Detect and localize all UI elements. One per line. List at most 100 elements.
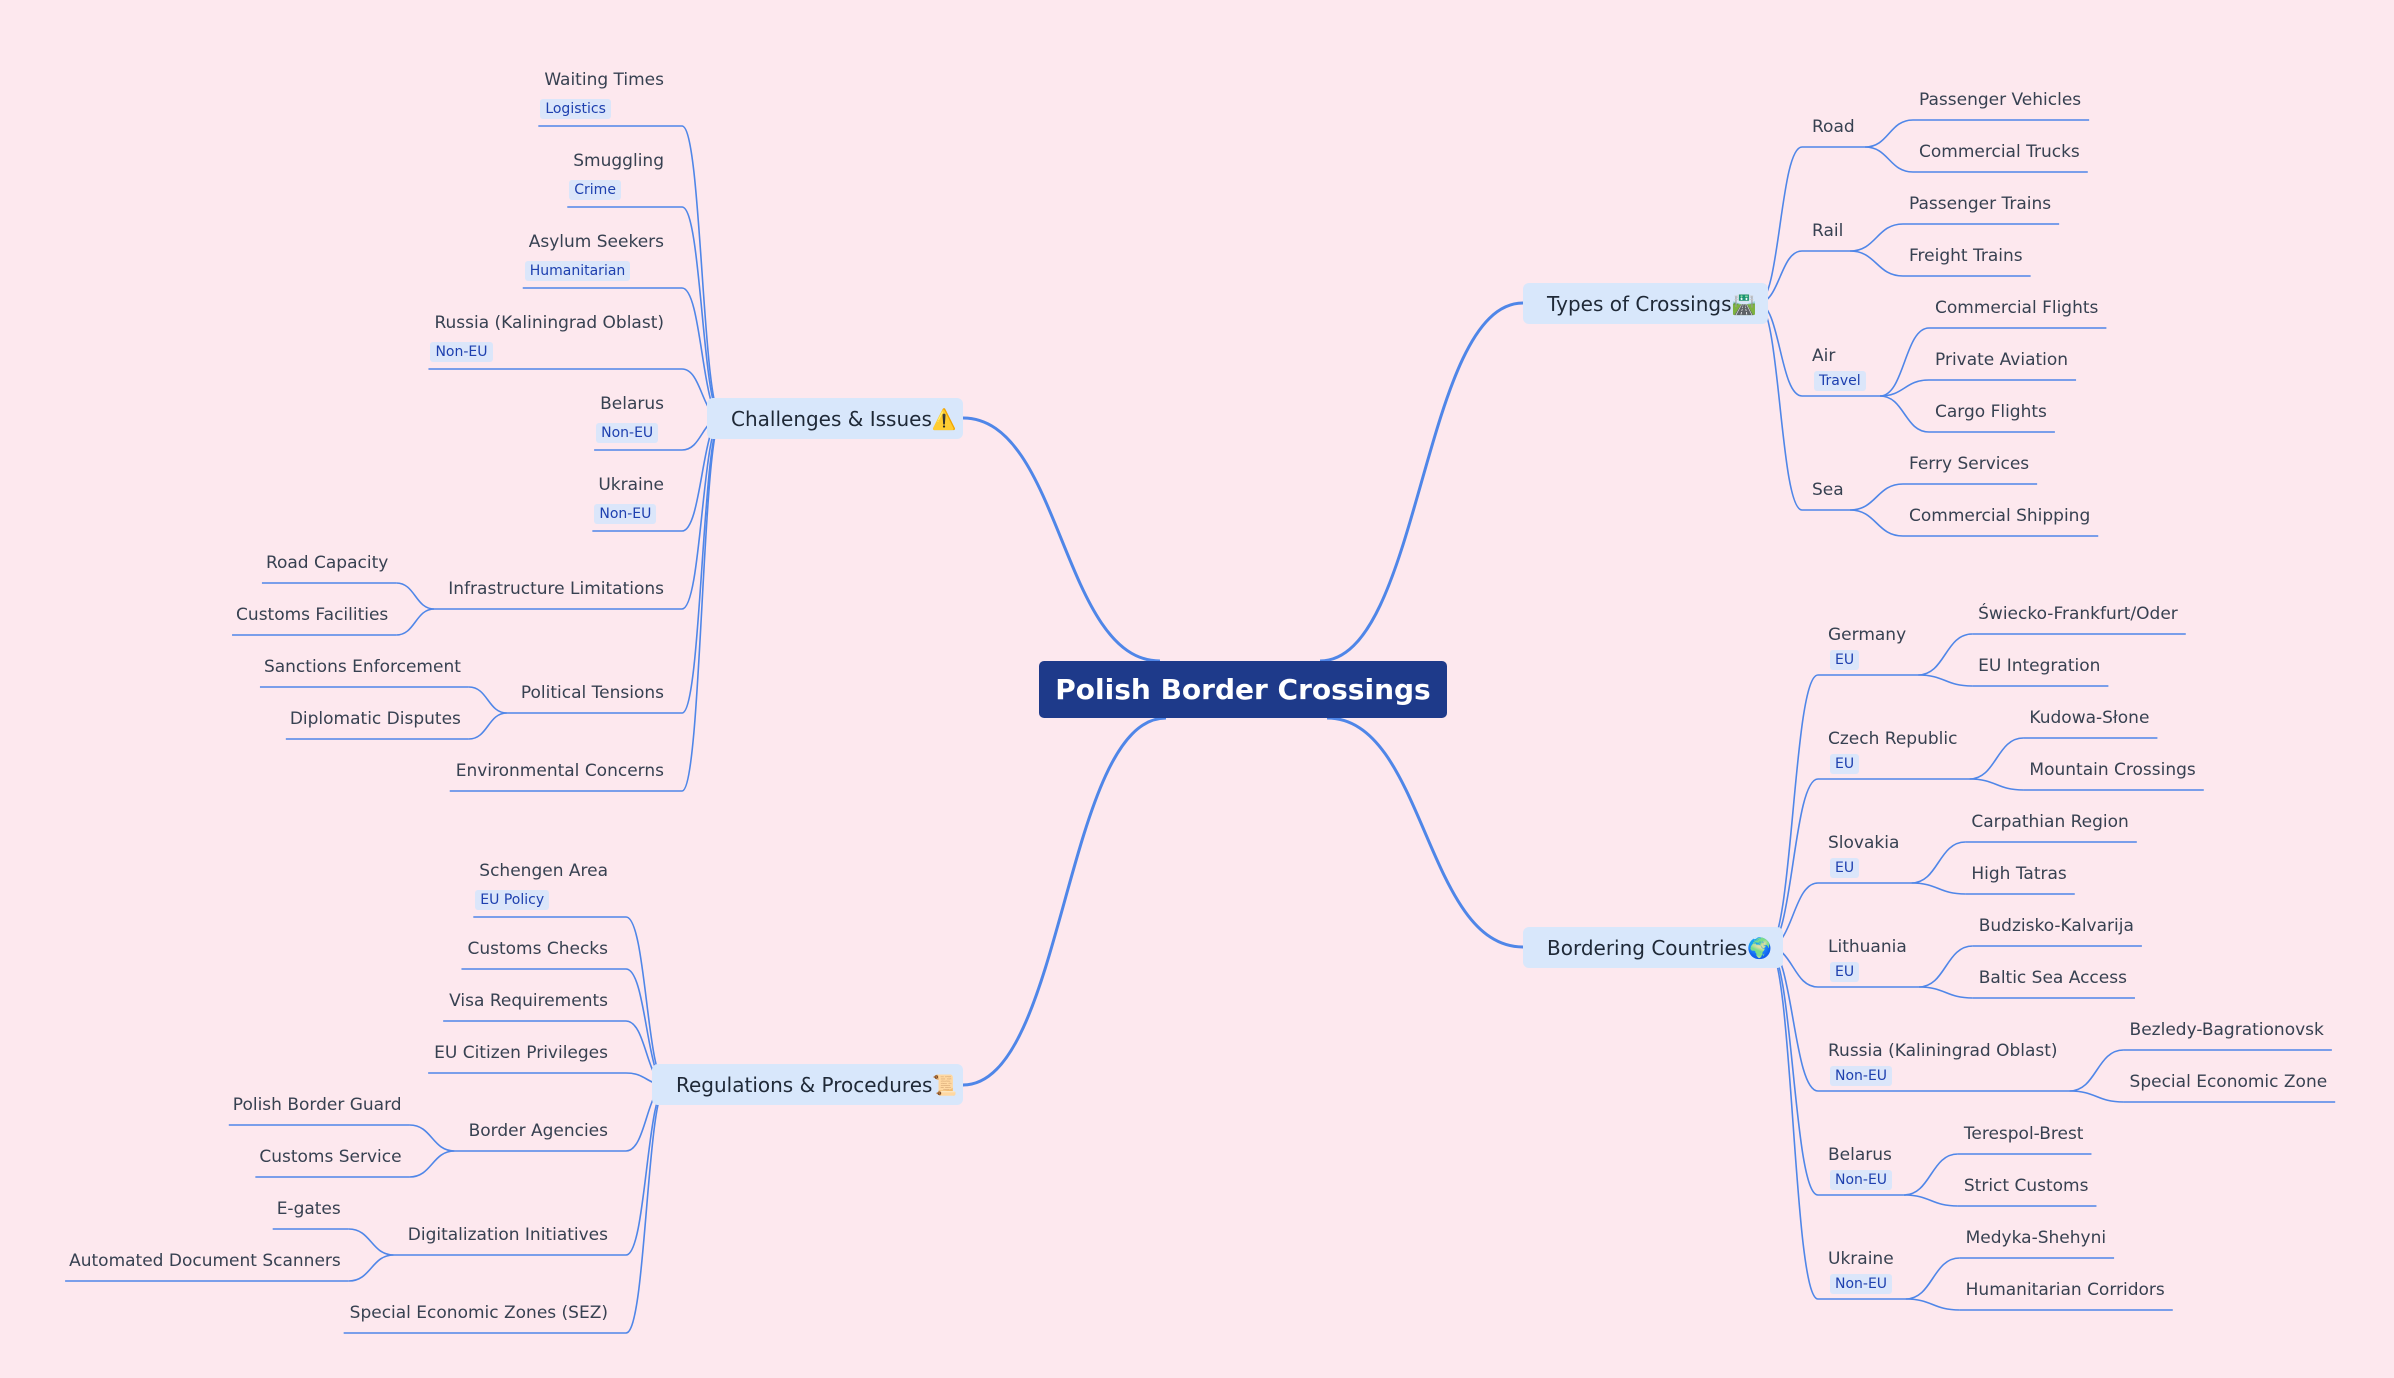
link-infrastructure-limitations-customs-facilities xyxy=(396,608,435,636)
node-germany[interactable]: Germany xyxy=(1828,625,1907,645)
node-border-agencies[interactable]: Border Agencies xyxy=(468,1121,608,1141)
link-regulations-special-economic-zones-sez xyxy=(625,1084,668,1334)
leaf-cargo-flights[interactable]: Cargo Flights xyxy=(1935,402,2047,422)
link-bordering-belarus xyxy=(1767,946,1819,1196)
node-special-economic-zones-sez[interactable]: Special Economic Zones (SEZ) xyxy=(349,1303,608,1323)
branch-types-of-crossings[interactable]: Types of Crossings🛣️ xyxy=(1523,283,1768,324)
tag-eu-1: EU xyxy=(1830,754,1860,774)
leaf-medyka-shehyni[interactable]: Medyka-Shehyni xyxy=(1965,1228,2107,1248)
branch-challenges-issues[interactable]: Challenges & Issues⚠️ xyxy=(707,398,963,439)
leaf-budzisko-kalvarija[interactable]: Budzisko-Kalvarija xyxy=(1978,916,2134,936)
leaf-commercial-shipping[interactable]: Commercial Shipping xyxy=(1909,506,2091,526)
leaf-baltic-sea-access[interactable]: Baltic Sea Access xyxy=(1978,968,2127,988)
leaf-eu-integration[interactable]: EU Integration xyxy=(1978,656,2101,676)
link-root-bordering xyxy=(1326,716,1524,949)
node-ukraine[interactable]: Ukraine xyxy=(1828,1249,1894,1269)
node-smuggling-1[interactable]: Smuggling xyxy=(573,151,664,171)
link-digitalization-initiatives-e-gates xyxy=(348,1228,394,1256)
leaf-carpathian-region[interactable]: Carpathian Region xyxy=(1971,812,2129,832)
link-lithuania-budzisko-kalvarija xyxy=(1918,945,1973,988)
link-regulations-schengen-area xyxy=(625,916,668,1086)
node-belarus[interactable]: Belarus xyxy=(1828,1145,1892,1165)
leaf-road-capacity[interactable]: Road Capacity xyxy=(265,553,389,573)
leaf-sanctions-enforcement[interactable]: Sanctions Enforcement xyxy=(263,657,461,677)
leaf-freight-trains[interactable]: Freight Trains xyxy=(1909,246,2023,266)
leaf-ferry-services[interactable]: Ferry Services xyxy=(1909,454,2030,474)
leaf-private-aviation[interactable]: Private Aviation xyxy=(1935,350,2069,370)
node-rail[interactable]: Rail xyxy=(1812,221,1844,241)
link-rail-freight-trains xyxy=(1849,250,1904,277)
node-eu-citizen-privileges[interactable]: EU Citizen Privileges xyxy=(434,1043,608,1063)
node-environmental-concerns[interactable]: Environmental Concerns xyxy=(455,761,664,781)
node-russia-kaliningrad-oblast[interactable]: Russia (Kaliningrad Oblast) xyxy=(1828,1041,2058,1061)
tag-non-eu-5: Non-EU xyxy=(594,504,657,524)
link-czech-republic-mountain-crossings xyxy=(1969,778,2024,791)
leaf-kudowa-s-one[interactable]: Kudowa-Słone xyxy=(2029,708,2150,728)
node-lithuania[interactable]: Lithuania xyxy=(1828,937,1907,957)
leaf-special-economic-zone[interactable]: Special Economic Zone xyxy=(2129,1072,2328,1092)
tag-logistics-0: Logistics xyxy=(540,99,611,119)
link-germany-eu-integration xyxy=(1918,674,1973,687)
node-political-tensions[interactable]: Political Tensions xyxy=(520,683,664,703)
link-root-regulations xyxy=(962,716,1167,1087)
link-ukraine-humanitarian-corridors xyxy=(1905,1298,1960,1311)
branch-bordering-countries[interactable]: Bordering Countries🌍 xyxy=(1523,927,1783,968)
branch-regulations-procedures[interactable]: Regulations & Procedures📜 xyxy=(652,1064,963,1105)
node-sea[interactable]: Sea xyxy=(1812,480,1844,500)
node-russia-kaliningrad-oblast-3[interactable]: Russia (Kaliningrad Oblast) xyxy=(434,313,664,333)
node-ukraine-5[interactable]: Ukraine xyxy=(598,475,664,495)
leaf-customs-facilities[interactable]: Customs Facilities xyxy=(236,605,389,625)
leaf-wiecko-frankfurt-oder[interactable]: Świecko-Frankfurt/Oder xyxy=(1978,604,2178,624)
link-road-passenger-vehicles xyxy=(1864,119,1914,148)
leaf-high-tatras[interactable]: High Tatras xyxy=(1971,864,2067,884)
tag-non-eu-6: Non-EU xyxy=(1830,1274,1893,1294)
node-air[interactable]: Air xyxy=(1812,346,1836,366)
node-road[interactable]: Road xyxy=(1812,117,1855,137)
link-digitalization-initiatives-automated-document-scanners xyxy=(348,1254,394,1282)
link-russia-kaliningrad-oblast-bezledy-bagrationovsk xyxy=(2069,1049,2124,1092)
leaf-e-gates[interactable]: E-gates xyxy=(276,1199,341,1219)
node-waiting-times-0[interactable]: Waiting Times xyxy=(544,70,664,90)
leaf-commercial-trucks[interactable]: Commercial Trucks xyxy=(1919,142,2080,162)
leaf-mountain-crossings[interactable]: Mountain Crossings xyxy=(2029,760,2196,780)
leaf-diplomatic-disputes[interactable]: Diplomatic Disputes xyxy=(289,709,461,729)
tag-humanitarian-2: Humanitarian xyxy=(524,261,631,281)
link-root-types xyxy=(1319,301,1524,663)
node-customs-checks[interactable]: Customs Checks xyxy=(467,939,608,959)
node-digitalization-initiatives[interactable]: Digitalization Initiatives xyxy=(407,1225,608,1245)
leaf-terespol-brest[interactable]: Terespol-Brest xyxy=(1963,1124,2084,1144)
tag-non-eu-3: Non-EU xyxy=(430,342,493,362)
link-germany-wiecko-frankfurt-oder xyxy=(1918,633,1973,676)
tag-eu-3: EU xyxy=(1830,962,1860,982)
link-bordering-germany xyxy=(1767,674,1819,948)
node-infrastructure-limitations[interactable]: Infrastructure Limitations xyxy=(448,579,664,599)
leaf-humanitarian-corridors[interactable]: Humanitarian Corridors xyxy=(1965,1280,2165,1300)
link-slovakia-carpathian-region xyxy=(1911,841,1966,884)
leaf-passenger-trains[interactable]: Passenger Trains xyxy=(1909,194,2052,214)
leaf-bezledy-bagrationovsk[interactable]: Bezledy-Bagrationovsk xyxy=(2129,1020,2324,1040)
leaf-passenger-vehicles[interactable]: Passenger Vehicles xyxy=(1919,90,2082,110)
node-slovakia[interactable]: Slovakia xyxy=(1828,833,1900,853)
root-node[interactable]: Polish Border Crossings xyxy=(1039,661,1447,718)
link-belarus-terespol-brest xyxy=(1903,1153,1958,1196)
link-infrastructure-limitations-road-capacity xyxy=(396,582,435,610)
link-types-road xyxy=(1757,146,1803,304)
leaf-commercial-flights[interactable]: Commercial Flights xyxy=(1935,298,2099,318)
tag-eu-0: EU xyxy=(1830,650,1860,670)
node-visa-requirements[interactable]: Visa Requirements xyxy=(449,991,608,1011)
node-czech-republic[interactable]: Czech Republic xyxy=(1828,729,1958,749)
link-belarus-strict-customs xyxy=(1903,1194,1958,1207)
leaf-automated-document-scanners[interactable]: Automated Document Scanners xyxy=(69,1251,341,1271)
tag-eu-2: EU xyxy=(1830,858,1860,878)
leaf-customs-service[interactable]: Customs Service xyxy=(259,1147,402,1167)
link-ukraine-medyka-shehyni xyxy=(1905,1257,1960,1300)
node-belarus-4[interactable]: Belarus xyxy=(600,394,664,414)
node-asylum-seekers-2[interactable]: Asylum Seekers xyxy=(528,232,664,252)
link-bordering-ukraine xyxy=(1767,946,1819,1300)
tag-travel: Travel xyxy=(1814,371,1866,391)
leaf-strict-customs[interactable]: Strict Customs xyxy=(1963,1176,2089,1196)
leaf-polish-border-guard[interactable]: Polish Border Guard xyxy=(232,1095,402,1115)
link-road-commercial-trucks xyxy=(1864,146,1914,173)
node-schengen-area[interactable]: Schengen Area xyxy=(479,861,608,881)
link-russia-kaliningrad-oblast-special-economic-zone xyxy=(2069,1090,2124,1103)
